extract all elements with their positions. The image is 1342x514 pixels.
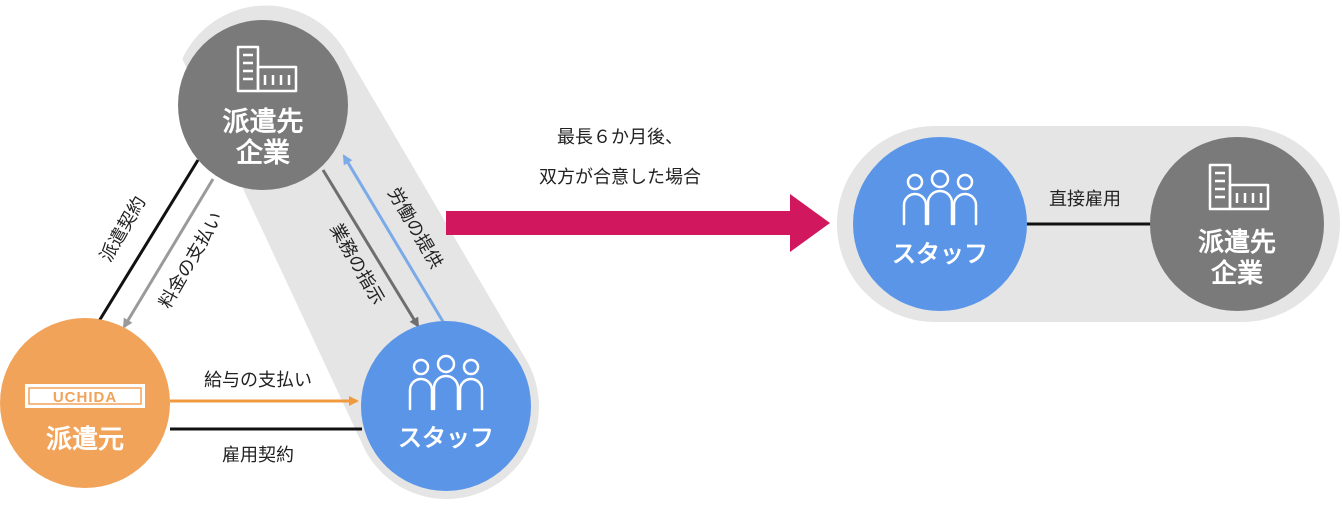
staff-label: スタッフ: [398, 424, 494, 452]
agency-node: UCHIDA 派遣元: [0, 318, 170, 488]
transition-text-line2: 双方が合意した場合: [539, 167, 701, 188]
host-company-after-line1: 派遣先: [1198, 228, 1276, 258]
dispatch-contract-label: 派遣契約: [96, 193, 150, 266]
work-instruction-arrow: [321, 169, 420, 328]
people-icon: [902, 169, 978, 226]
host-company-node-after: 派遣先 企業: [1150, 137, 1324, 311]
host-company-label-line2: 企業: [236, 137, 290, 169]
labor-provision-arrow: [342, 154, 447, 326]
uchida-logo-text: UCHIDA: [53, 389, 117, 406]
transition-text-line1: 最長６か月後、: [557, 127, 683, 148]
agency-label: 派遣元: [46, 425, 124, 455]
host-company-after-line2: 企業: [1211, 258, 1263, 289]
staff-label-after: スタッフ: [892, 240, 988, 268]
building-icon: [1208, 163, 1270, 211]
employment-contract-label: 雇用契約: [222, 445, 294, 466]
uchida-logo: UCHIDA: [25, 384, 145, 408]
staff-node: スタッフ: [361, 321, 531, 491]
host-company-node: 派遣先 企業: [178, 20, 348, 190]
host-company-label-line1: 派遣先: [223, 107, 304, 138]
people-icon: [408, 354, 484, 411]
salary-payment-label: 給与の支払い: [204, 370, 312, 391]
dispatch-contract-line: [94, 159, 200, 327]
transition-arrow: [446, 194, 830, 252]
fee-payment-label: 料金の支払い: [155, 208, 227, 312]
staff-node-after: スタッフ: [853, 137, 1027, 311]
fee-payment-arrow: [122, 178, 215, 329]
building-icon: [236, 45, 298, 93]
direct-employment-label: 直接雇用: [1049, 189, 1121, 210]
